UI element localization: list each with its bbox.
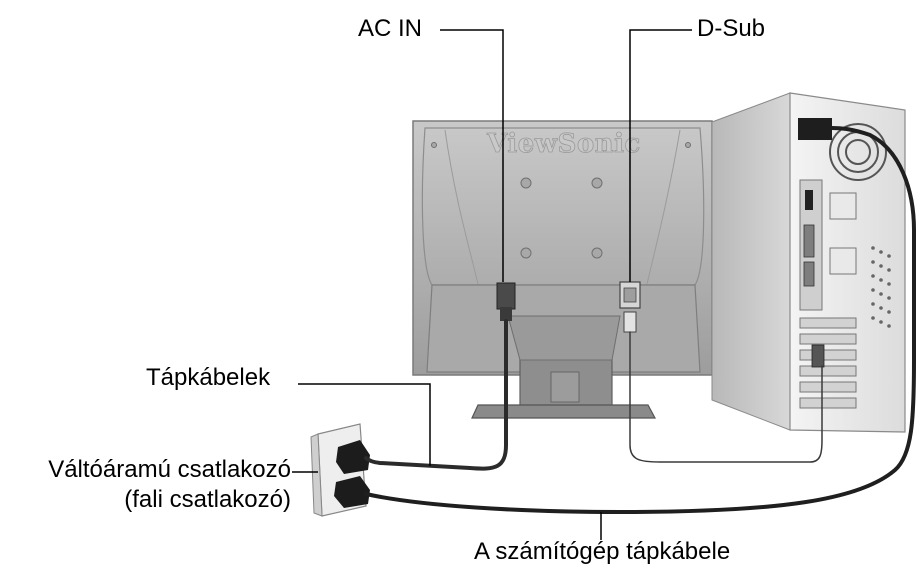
monitor-rear: ViewSonic [412, 120, 713, 419]
pc-vent-holes [871, 246, 891, 328]
monitor-stand-base [471, 404, 657, 419]
outlet-plug-bottom [334, 476, 370, 508]
monitor-brand-logo: ViewSonic [486, 129, 641, 159]
pc-vga-port [811, 344, 825, 368]
pc-side-panel [711, 92, 791, 431]
ac-in-leader [440, 29, 504, 282]
ac-in-label: AC IN [358, 15, 423, 42]
pc-power-cable-label: A számítógép tápkábele [474, 538, 731, 565]
pc-power-socket [798, 118, 832, 140]
cables [364, 126, 916, 515]
pc-expansion-slots [799, 317, 857, 409]
power-cables-leader [298, 383, 431, 466]
power-cables-label: Tápkábelek [146, 364, 271, 391]
ac-in-port [496, 282, 516, 310]
pc-fan-icon [829, 123, 887, 181]
monitor-power-cable [364, 319, 508, 471]
outlet-plug-top [336, 440, 370, 474]
pc-power-cable [364, 126, 916, 515]
ac-outlet-label: Váltóáramú csatlakozó [48, 456, 291, 483]
mounting-screws [431, 142, 691, 355]
computer-tower [711, 92, 906, 433]
d-sub-label: D-Sub [697, 15, 766, 42]
wall-outlet [310, 423, 370, 517]
leader-lines [292, 29, 692, 540]
ac-outlet-sublabel: (fali csatlakozó) [124, 486, 291, 513]
d-sub-leader [629, 29, 692, 282]
d-sub-signal-cable [629, 331, 823, 463]
